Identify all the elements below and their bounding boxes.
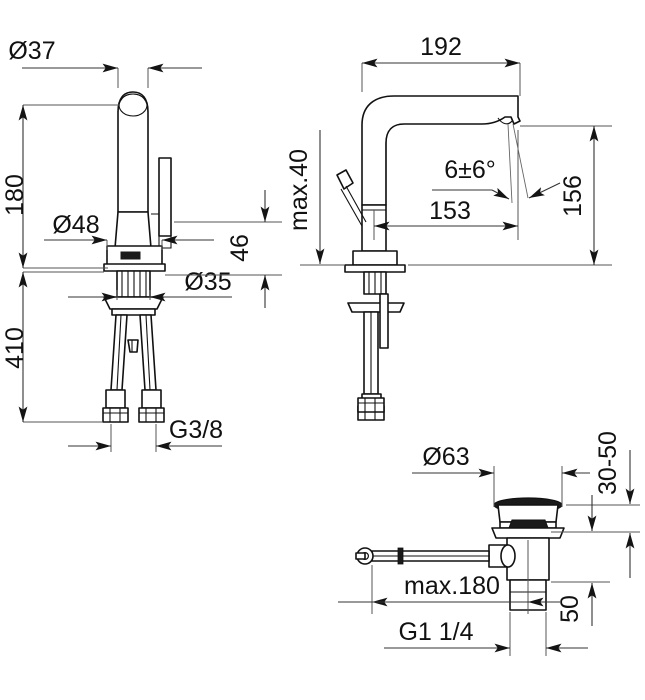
side-lever-arm (345, 185, 367, 223)
dimension-d48: Ø48 (44, 211, 214, 250)
side-shank-threads (368, 272, 382, 294)
hose-clip (127, 339, 139, 353)
hose-nut-left-lines (103, 408, 128, 422)
hose-fitting-right (141, 389, 162, 409)
brand-badge (120, 251, 141, 260)
spout-inner-bend (385, 123, 482, 205)
dimension-label-h156: 156 (559, 175, 587, 217)
dimension-g114: G1 1/4 (384, 612, 588, 656)
dimension-w192: 192 (361, 33, 521, 96)
dimension-label-w192: 192 (420, 33, 462, 61)
dimension-w153: 153 (373, 130, 519, 240)
side-base-escutcheon (352, 250, 398, 266)
waste-rod-eyelet-neck (355, 552, 366, 560)
side-secondary-tube (379, 293, 389, 349)
dimension-h50: 50 (551, 495, 610, 626)
dimension-label-d48: Ø48 (52, 211, 99, 239)
mixer-body-outline (117, 91, 149, 213)
mounting-washer (103, 296, 164, 310)
hose-nut-right-lines (139, 408, 164, 422)
front-view-geometry (102, 91, 172, 423)
detail-nut-lines (358, 398, 384, 412)
mixer-lever-handle (158, 157, 172, 237)
dimension-label-max180: max.180 (404, 572, 500, 600)
mixer-lower-body (114, 211, 152, 249)
dimension-label-w153: 153 (429, 197, 471, 225)
dimension-angle-6deg: 6±6° (432, 123, 561, 204)
dimension-label-h50: 50 (556, 595, 584, 623)
base-flange (103, 263, 166, 272)
dimension-g38: G3/8 (68, 416, 223, 452)
dimension-h180: 180 (1, 104, 120, 269)
dimension-d63: Ø63 (412, 443, 590, 507)
dimension-label-h180: 180 (1, 174, 29, 216)
dimension-d37: Ø37 (8, 37, 202, 88)
dimension-label-r3050: 30-50 (594, 431, 622, 495)
dimension-label-g38: G3/8 (169, 416, 223, 444)
waste-rod-clip (397, 547, 404, 565)
dimension-h156: 156 (408, 125, 612, 266)
hose-fitting-left (105, 389, 126, 409)
dimension-label-g114: G1 1/4 (398, 618, 473, 646)
detail-nut-body (357, 397, 385, 413)
front-view: Ø37 180 Ø48 Ø35 (1, 37, 282, 452)
dimension-label-d35: Ø35 (184, 268, 231, 296)
side-lever-handle (336, 169, 354, 190)
supply-hose-right-rib (145, 314, 151, 391)
dimension-label-d37: Ø37 (8, 37, 55, 65)
dimension-max40: max.40 (285, 130, 345, 266)
dimension-label-h410: 410 (1, 327, 29, 369)
dimension-r3050: 30-50 (566, 431, 640, 578)
side-lever-arm2 (340, 188, 363, 227)
spout-outlet-notch (497, 117, 513, 125)
side-base-flange (344, 264, 406, 273)
dimension-label-h46: 46 (226, 234, 254, 262)
mounting-nut (111, 308, 156, 316)
waste-flange (491, 527, 565, 539)
detail-nut-fragment (357, 397, 385, 413)
shank-thread-lines (121, 271, 147, 297)
dimension-d35: Ø35 (68, 268, 232, 302)
dimension-max180: max.180 (338, 540, 560, 614)
side-mounting-washer (347, 302, 405, 313)
dimension-h46: 46 (165, 190, 282, 308)
waste-rod-boss-cap (500, 544, 516, 568)
dimension-label-angle6: 6±6° (444, 156, 496, 184)
supply-hose-left-rib (116, 314, 122, 391)
waste-cap-body (497, 504, 559, 523)
dimension-h410: 410 (1, 271, 104, 423)
dimension-label-d63: Ø63 (422, 443, 469, 471)
waste-seal-gasket (508, 519, 549, 529)
hose-nut-right (138, 407, 165, 423)
waste-view: Ø63 30-50 50 max.180 (338, 397, 640, 656)
hose-nut-left (102, 407, 129, 423)
dimension-label-max40: max.40 (285, 149, 313, 231)
